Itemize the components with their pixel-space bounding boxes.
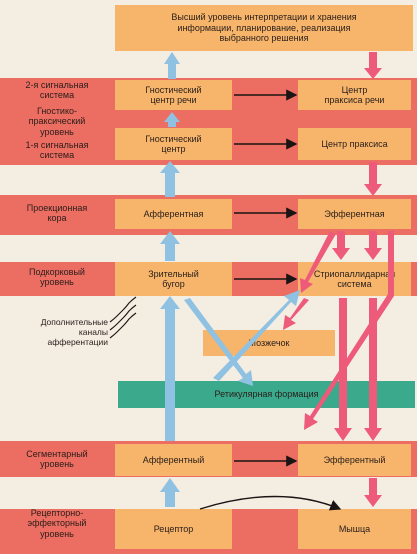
pink-arrow-segment-to-muscle: [364, 478, 382, 507]
black-arrow-receptor-muscle: [199, 495, 342, 511]
afferent-segment: Афферентный: [115, 444, 232, 476]
efferent-segment: Эфферентный: [298, 444, 411, 476]
blue-arrow-cortex-to-gnostic: [160, 161, 180, 197]
thalamus: Зрительный бугор: [115, 262, 232, 296]
pink-arrow-cortex-to-striopallidar-left: [332, 231, 350, 260]
blue-arrow-thalamus-to-reticular: [184, 298, 253, 386]
label-extra-afferent-channels: Дополнительные каналы афферентации: [40, 317, 108, 347]
blue-arrow-segment-to-thalamus: [160, 296, 180, 441]
label-gnostic-praxic-level: Гностико- праксический уровень: [28, 106, 86, 137]
efferent-descending-arrows: [283, 52, 394, 507]
pink-arrow-cortex-to-segment-diagonal: [300, 231, 336, 293]
pink-arrow-cortex-to-striopallidar-right: [364, 231, 382, 260]
top-level-box: Высший уровень интерпретации и хранения …: [115, 5, 413, 51]
pink-arrow-top-to-speech-praxis: [364, 52, 382, 79]
efferent-cortex: Эфферентная: [298, 199, 411, 229]
praxis-center: Центр праксиса: [298, 128, 411, 160]
blue-arrow-thalamus-to-cortex: [160, 231, 180, 261]
wavy-afferent-channels: [109, 296, 137, 339]
speech-gnostic-center: Гностический центр речи: [115, 80, 232, 110]
label-signal-system-1: 1-я сигнальная система: [25, 140, 89, 161]
afferent-ascending-arrows: [160, 52, 300, 507]
afferent-cortex: Афферентная: [115, 199, 232, 229]
horizontal-connection-arrows: [199, 89, 342, 511]
label-subcortical-level: Подкорковый уровень: [29, 267, 85, 288]
blue-arrow-gnostic-to-speech: [164, 112, 180, 127]
blue-arrow-reticular-to-striopallidar: [213, 290, 300, 381]
label-receptor-effector-level: Рецепторно- эффекторный уровень: [27, 508, 87, 539]
muscle: Мышца: [298, 509, 411, 549]
label-segmental-level: Сегментарный уровень: [26, 449, 88, 470]
pink-arrow-striopallidar-to-segment-2: [364, 298, 382, 441]
pink-arrow-striopallidar-to-cerebellum: [283, 298, 309, 330]
label-signal-system-2: 2-я сигнальная система: [25, 80, 89, 101]
gnostic-center: Гностический центр: [115, 128, 232, 160]
pink-arrow-striopallidar-to-segment-1: [334, 298, 352, 441]
label-projection-cortex: Проекционная кора: [26, 203, 88, 224]
receptor: Рецептор: [115, 509, 232, 549]
speech-praxis-center: Центр праксиса речи: [298, 80, 411, 110]
blue-arrow-speech-to-top: [164, 52, 180, 79]
pink-arrow-praxis-to-cortex: [364, 162, 382, 196]
blue-arrow-receptor-to-segment: [160, 478, 180, 507]
